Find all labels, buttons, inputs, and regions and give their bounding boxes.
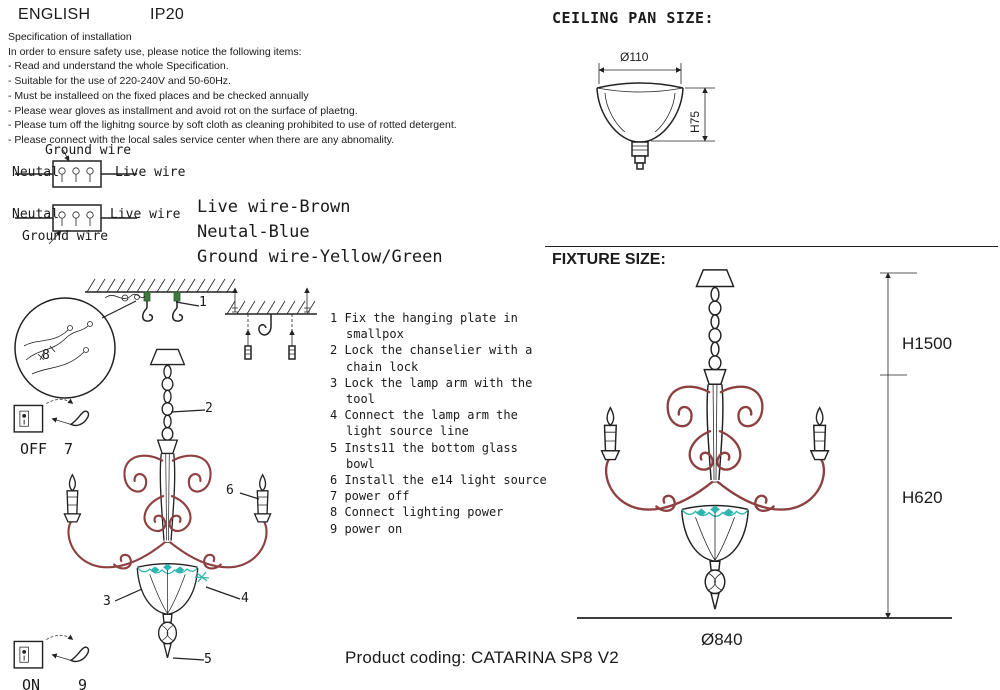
specification-title: Specification of installation [8,31,132,43]
callout-8: 8 [42,348,50,363]
legend-neutral: Neutal-Blue [197,222,310,242]
off-step-number: 7 [64,440,74,458]
off-label: OFF [20,440,48,458]
fixture-drawing [577,268,952,619]
callout-5: 5 [204,652,212,667]
step-item: 1 Fix the hanging plate in smallpox [330,311,518,342]
spec-line: - Suitable for the use of 220-240V and 5… [8,75,231,88]
callout-2: 2 [205,401,213,416]
ceiling-mount-diagram [85,278,317,360]
step-item: 3 Lock the lamp arm with the tool [330,375,533,407]
neutral-bottom-label: Neutal [12,207,59,222]
spec-line: - Please connect with the local sales se… [8,133,395,146]
callout-4: 4 [241,591,249,606]
step-item: 5 Insts11 the bottom glass bowl [330,440,518,471]
wiring-terminal-diagram [15,149,137,245]
ground-wire-bottom-label: Ground wire [22,229,109,244]
product-coding: Product coding: CATARINA SP8 V2 [345,648,619,667]
step-item: 8 Connect lighting power [330,505,504,520]
step-item: 2 Lock the chanselier with a chain lock [330,343,533,374]
spec-line: - Must be installeed on the fixed places… [8,89,309,102]
neutral-top-label: Neutal [12,165,59,180]
step-item: 6 Install the e14 light source [330,473,547,488]
wire-connection-magnifier [14,297,116,399]
ceiling-pan-title: CEILING PAN SIZE: [552,9,715,27]
fixture-height-total: H1500 [902,334,953,353]
language-label: ENGLISH [18,6,91,23]
ceiling-pan-height: H75 [688,110,702,133]
fixture-height-body: H620 [902,488,943,507]
chandelier-installation-drawing [63,348,272,659]
section-divider [545,246,998,247]
spec-line: In order to ensure safety use, please no… [8,45,302,58]
ceiling-pan-drawing [596,63,715,170]
callout-3: 3 [103,594,111,609]
on-step-number: 9 [78,676,88,690]
live-bottom-label: Live wire [110,207,181,222]
callout-6: 6 [226,483,234,498]
spec-line: - Please wear gloves as installment and … [8,104,358,117]
legend-ground-wire: Ground wire-Yellow/Green [197,247,443,267]
legend-live-wire: Live wire-Brown [197,197,351,217]
ip-rating-label: IP20 [150,6,185,23]
step-item: 9 power on [330,521,403,536]
fixture-size-title: FIXTURE SIZE: [552,251,666,268]
callout-1: 1 [199,295,207,310]
step-item: 4 Connect the lamp arm the light source … [330,408,518,439]
fixture-diameter: Ø840 [701,630,743,649]
installation-steps: 1 Fix the hanging plate in smallpox 2 Lo… [330,310,552,537]
spec-line: - Read and understand the whole Specific… [8,60,229,73]
spec-line: - Please tum off the lighitng source by … [8,119,457,132]
ceiling-pan-diameter: Ø110 [620,50,649,64]
ground-wire-top-label: Ground wire [45,143,132,158]
live-top-label: Live wire [115,165,186,180]
step-item: 7 power off [330,489,410,504]
specification-block: Specification of installation In order t… [8,30,528,148]
on-label: ON [22,676,41,690]
